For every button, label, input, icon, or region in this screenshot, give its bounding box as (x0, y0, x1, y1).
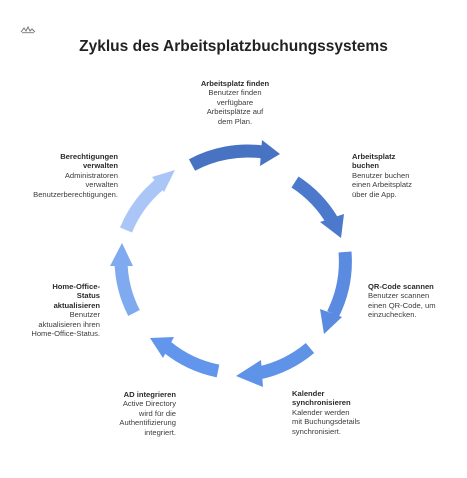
step-title: Arbeitsplatz finden (200, 79, 270, 88)
cycle-arrow-1 (188, 140, 280, 171)
logo-icon (20, 26, 36, 34)
step-integrate-ad: AD integrieren Active Directory wird für… (76, 390, 176, 437)
step-sync-calendar: Kalender synchronisieren Kalender werden… (292, 389, 402, 436)
step-description: Kalender werden mit Buchungsdetails sync… (292, 407, 360, 436)
step-manage-permissions: Berechtigungen verwalten Administratoren… (10, 152, 118, 199)
step-book-workspace: Arbeitsplatz buchen Benutzer buchen eine… (352, 152, 452, 199)
step-title: AD integrieren (123, 390, 176, 399)
step-update-home-office: Home-Office- Status aktualisieren Benutz… (4, 282, 100, 338)
page-title: Zyklus des Arbeitsplatzbuchungssystems (79, 38, 388, 55)
step-description: Administratoren verwalten Benutzerberech… (33, 170, 118, 199)
cycle-arrow-7 (119, 170, 175, 233)
step-scan-qr: QR-Code scannen Benutzer scannen einen Q… (368, 282, 464, 320)
step-title: QR-Code scannen (368, 282, 434, 291)
cycle-arrow-6 (110, 243, 140, 316)
step-description: Benutzer aktualisieren ihren Home-Office… (31, 310, 100, 339)
step-description: Benutzer buchen einen Arbeitsplatz über … (352, 170, 412, 199)
step-find-workspace: Arbeitsplatz finden Benutzer finden verf… (180, 79, 290, 126)
step-title: Berechtigungen verwalten (60, 152, 118, 171)
cycle-arrow-2 (291, 176, 344, 238)
step-description: Active Directory wird für die Authentifi… (119, 399, 176, 437)
step-title: Home-Office- Status aktualisieren (52, 282, 100, 310)
step-title: Kalender synchronisieren (292, 389, 351, 408)
cycle-arrow-3 (320, 251, 352, 334)
step-description: Benutzer scannen einen QR-Code, um einzu… (368, 291, 436, 320)
step-title: Arbeitsplatz buchen (352, 152, 396, 171)
cycle-arrow-5 (150, 337, 220, 378)
step-description: Benutzer finden verfügbare Arbeitsplätze… (206, 88, 264, 126)
cycle-arrow-4 (236, 342, 315, 387)
